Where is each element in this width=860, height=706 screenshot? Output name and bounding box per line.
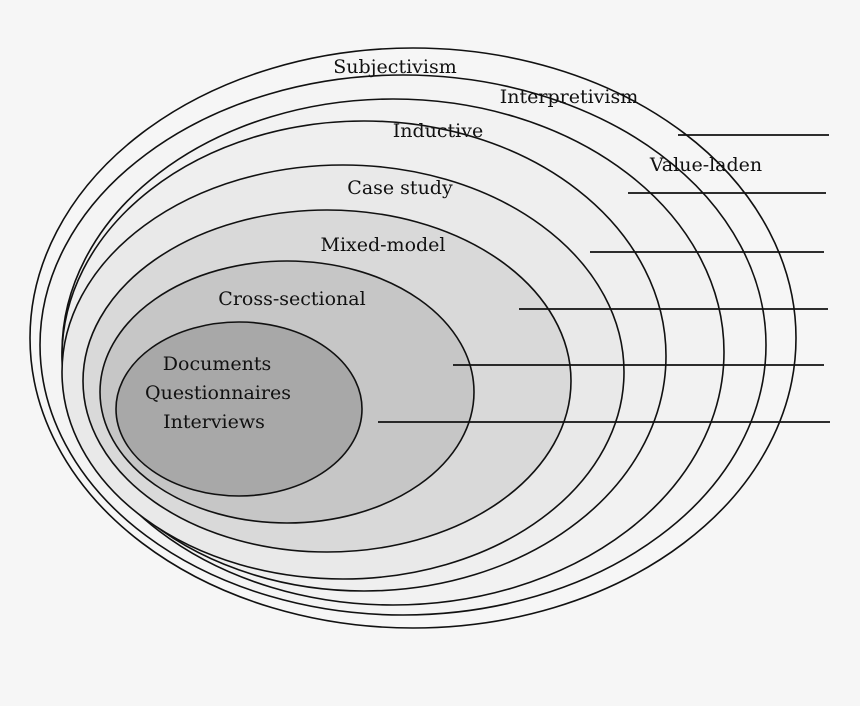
label-case-study: Case study (347, 177, 453, 199)
label-questionnaires: Questionnaires (145, 382, 291, 404)
label-documents: Documents (163, 353, 271, 375)
label-value-laden: Value-laden (649, 154, 762, 176)
ring-core (115, 321, 363, 497)
label-cross-sectional: Cross-sectional (218, 288, 365, 310)
label-mixed-model: Mixed-model (320, 234, 445, 256)
label-interviews: Interviews (163, 411, 265, 433)
label-interpretivism: Interpretivism (500, 86, 638, 108)
label-inductive: Inductive (393, 120, 483, 142)
label-subjectivism: Subjectivism (333, 56, 456, 78)
